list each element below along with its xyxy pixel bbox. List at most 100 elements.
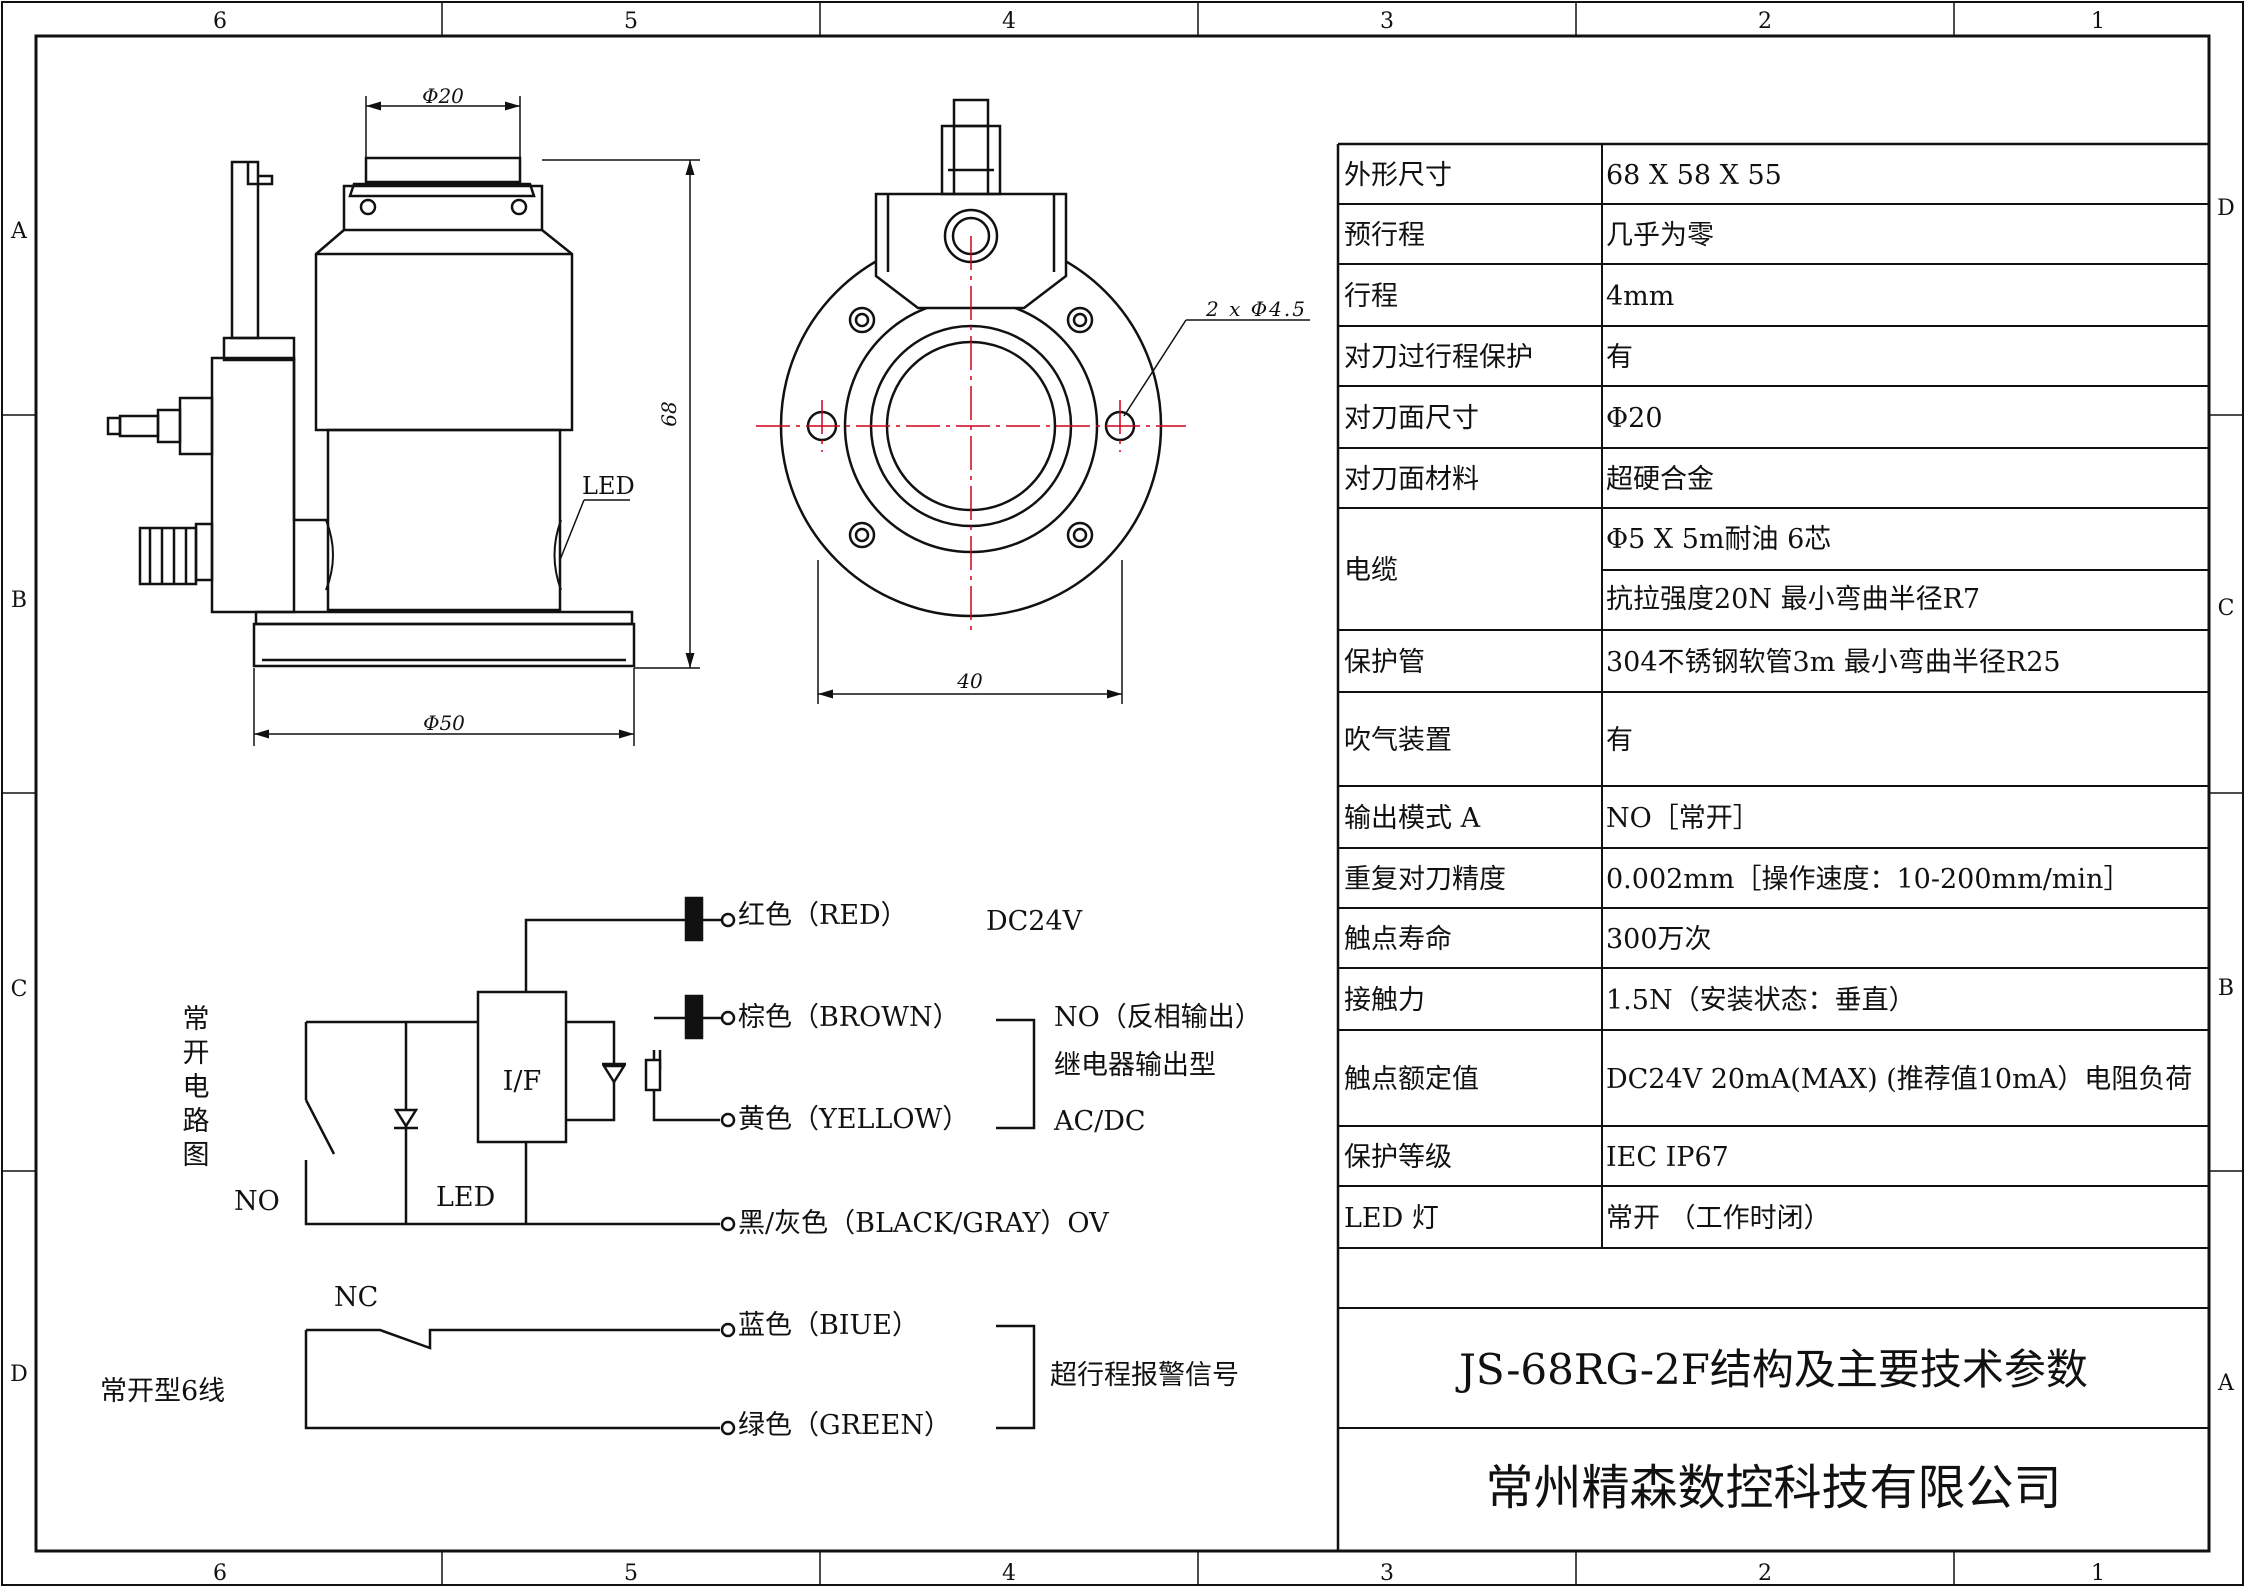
- circuit-title-char: 图: [183, 1140, 210, 1171]
- led-callout: LED: [582, 472, 635, 500]
- circuit-title-char: 路: [183, 1106, 210, 1137]
- spec-value: 1.5N（安装状态：垂直）: [1606, 985, 1916, 1016]
- col-label-top: 3: [1380, 9, 1394, 34]
- col-label-bottom: 6: [213, 1561, 227, 1586]
- row-label-left: A: [10, 219, 28, 244]
- spec-value: 有: [1606, 725, 1633, 756]
- spec-label: 输出模式 A: [1344, 803, 1481, 834]
- spec-value: IEC IP67: [1606, 1142, 1729, 1173]
- spec-value: 68 X 58 X 55: [1606, 160, 1782, 191]
- wire-green: 绿色（GREEN）: [738, 1410, 951, 1441]
- col-label-top: 2: [1758, 9, 1772, 34]
- relay-label: 继电器输出型: [1054, 1050, 1216, 1081]
- col-label-top: 1: [2091, 9, 2105, 34]
- company-name: 常州精森数控科技有限公司: [1485, 1460, 2061, 1516]
- row-label-right: A: [2217, 1371, 2235, 1396]
- side-view-dimensions: [253, 96, 700, 746]
- spec-value: Φ5 X 5m耐油 6芯: [1606, 524, 1831, 555]
- screw-icon: [1066, 306, 1094, 334]
- screw-icon: [510, 198, 528, 216]
- spec-label: 对刀面尺寸: [1344, 403, 1479, 434]
- screw-icon: [848, 521, 876, 549]
- spec-label: 预行程: [1344, 220, 1425, 251]
- spec-label: 对刀过行程保护: [1344, 342, 1533, 373]
- spec-value: 超硬合金: [1606, 464, 1714, 495]
- spec-label: 外形尺寸: [1344, 160, 1452, 191]
- wiring-type-label: 常开型6线: [100, 1376, 225, 1407]
- top-view-dimensions: [817, 319, 1310, 704]
- circuit-wiring: [304, 918, 1036, 1430]
- spec-label: 行程: [1344, 281, 1398, 312]
- wire-end-icon: [720, 912, 736, 928]
- dim-40: 40: [956, 669, 983, 693]
- col-label-bottom: 5: [624, 1561, 638, 1586]
- spec-label: 电缆: [1344, 555, 1398, 586]
- screw-icon: [359, 198, 377, 216]
- circuit-title-char: 开: [183, 1038, 210, 1069]
- spec-value: 304不锈钢软管3m 最小弯曲半径R25: [1606, 647, 2061, 678]
- spec-label: 触点额定值: [1344, 1064, 1479, 1095]
- switch-no-label: NO: [234, 1186, 280, 1217]
- dim-phi20: Φ20: [422, 84, 464, 108]
- circuit-labels: 常 开 电 路 图 NO LED I/F 红色（RED） DC24V 棕色（BR…: [100, 900, 1262, 1441]
- dim-phi50: Φ50: [423, 711, 465, 735]
- wire-end-icon: [720, 1216, 736, 1232]
- led-label: LED: [436, 1182, 495, 1213]
- row-label-right: D: [2217, 196, 2235, 221]
- col-label-bottom: 3: [1380, 1561, 1394, 1586]
- col-label-top: 4: [1002, 9, 1016, 34]
- spec-value: Φ20: [1606, 403, 1663, 434]
- side-view-dim-text: Φ20 68 Φ50 LED: [422, 84, 681, 735]
- wire-black: 黑/灰色（BLACK/GRAY）OV: [738, 1208, 1109, 1239]
- col-label-bottom: 2: [1758, 1561, 1772, 1586]
- spec-value: NO［常开］: [1606, 803, 1760, 834]
- wire-red: 红色（RED）: [738, 900, 908, 931]
- row-label-right: C: [2218, 596, 2235, 621]
- supply-label: DC24V: [986, 906, 1083, 937]
- drawing-title: JS-68RG-2F结构及主要技术参数: [1455, 1345, 2088, 1394]
- col-label-top: 6: [213, 9, 227, 34]
- row-label-left: D: [10, 1362, 28, 1387]
- row-label-left: B: [11, 588, 27, 613]
- diode-icon: [393, 1108, 419, 1129]
- spec-label: 对刀面材料: [1344, 464, 1479, 495]
- row-label-left: C: [11, 977, 28, 1002]
- acdc-label: AC/DC: [1053, 1106, 1146, 1137]
- frame-labels: 6 5 4 3 2 1 6 5 4 3 2 1 A B C D D C B A: [10, 9, 2235, 1586]
- spec-value: 4mm: [1606, 281, 1674, 312]
- wire-end-icon: [720, 1112, 736, 1128]
- col-label-bottom: 1: [2091, 1561, 2105, 1586]
- wire-end-icon: [720, 1010, 736, 1026]
- spec-value: 300万次: [1606, 924, 1712, 955]
- col-label-top: 5: [624, 9, 638, 34]
- spec-value: DC24V 20mA(MAX) (推荐值10mA）电阻负荷: [1606, 1064, 2192, 1095]
- terminal-icon: [684, 896, 704, 942]
- spec-value: 0.002mm［操作速度：10-200mm/min］: [1606, 864, 2130, 895]
- wire-blue: 蓝色（BIUE）: [738, 1310, 919, 1341]
- circuit-title-char: 常: [183, 1004, 210, 1035]
- spec-label: LED 灯: [1344, 1203, 1439, 1234]
- spec-value: 抗拉强度20N 最小弯曲半径R7: [1606, 584, 1980, 615]
- wire-brown: 棕色（BROWN）: [738, 1002, 960, 1033]
- dim-68: 68: [657, 401, 681, 426]
- spec-label: 接触力: [1344, 985, 1425, 1016]
- spec-label: 触点寿命: [1344, 924, 1452, 955]
- spec-value: 常开 （工作时闭）: [1606, 1203, 1831, 1234]
- col-label-bottom: 4: [1002, 1561, 1016, 1586]
- top-view-dim-text: 40 2 x Φ4.5: [956, 297, 1305, 693]
- alarm-label: 超行程报警信号: [1050, 1360, 1239, 1391]
- spec-label: 保护等级: [1344, 1142, 1452, 1173]
- spec-value: 有: [1606, 342, 1633, 373]
- wire-end-icon: [720, 1322, 736, 1338]
- diode-icon: [601, 1064, 627, 1085]
- row-label-right: B: [2218, 976, 2234, 1001]
- if-box: [476, 990, 568, 1144]
- side-view: [106, 156, 636, 668]
- screw-icon: [848, 306, 876, 334]
- wire-end-icon: [720, 1420, 736, 1436]
- circuit-components: [393, 896, 736, 1436]
- spec-label: 重复对刀精度: [1344, 864, 1506, 895]
- spec-label: 吹气装置: [1344, 725, 1452, 756]
